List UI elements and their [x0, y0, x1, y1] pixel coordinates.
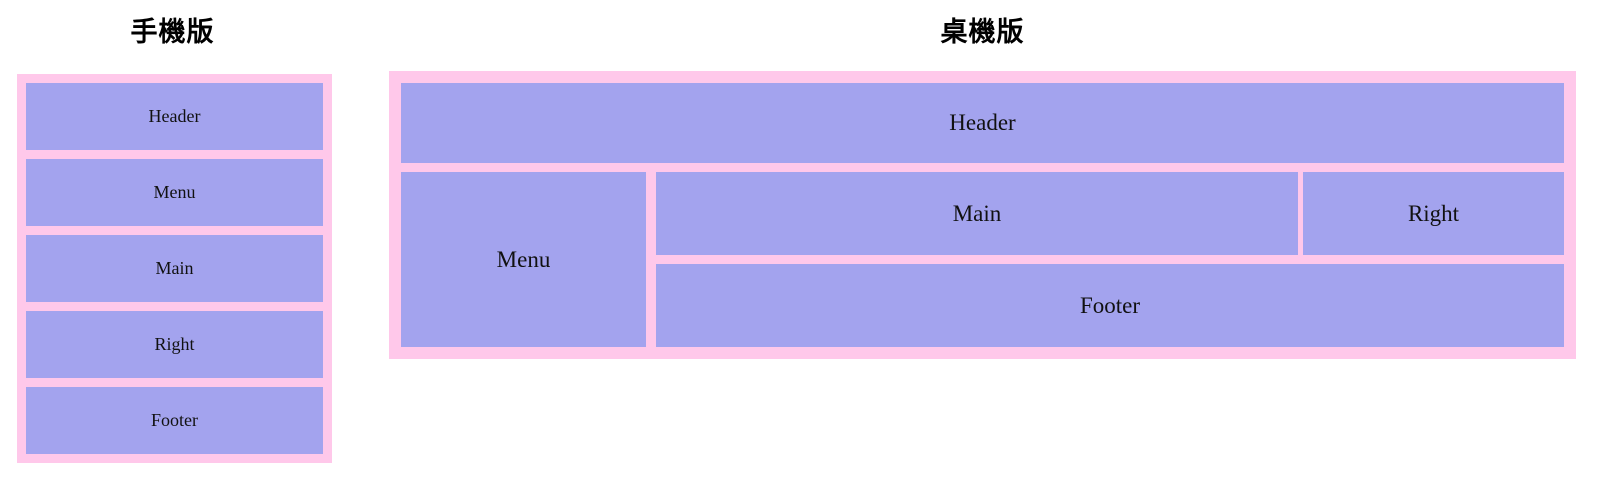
mobile-block-footer: Footer	[26, 387, 323, 454]
desktop-content-column: Main Right Footer	[656, 172, 1564, 347]
desktop-block-menu: Menu	[401, 172, 646, 347]
mobile-block-header: Header	[26, 83, 323, 150]
desktop-layout-title: 桌機版	[940, 17, 1025, 48]
mobile-block-menu: Menu	[26, 159, 323, 226]
mobile-block-main: Main	[26, 235, 323, 302]
mobile-layout-title: 手機版	[130, 17, 215, 48]
desktop-lower-region: Menu Main Right Footer	[401, 172, 1564, 347]
desktop-block-right: Right	[1303, 172, 1564, 255]
desktop-block-header: Header	[401, 83, 1564, 163]
desktop-block-footer: Footer	[656, 264, 1564, 347]
desktop-main-row: Main Right	[656, 172, 1564, 255]
desktop-wireframe-container: Header Menu Main Right Footer	[389, 71, 1576, 359]
mobile-wireframe-container: Header Menu Main Right Footer	[17, 74, 332, 463]
mobile-block-right: Right	[26, 311, 323, 378]
desktop-block-main: Main	[656, 172, 1298, 255]
